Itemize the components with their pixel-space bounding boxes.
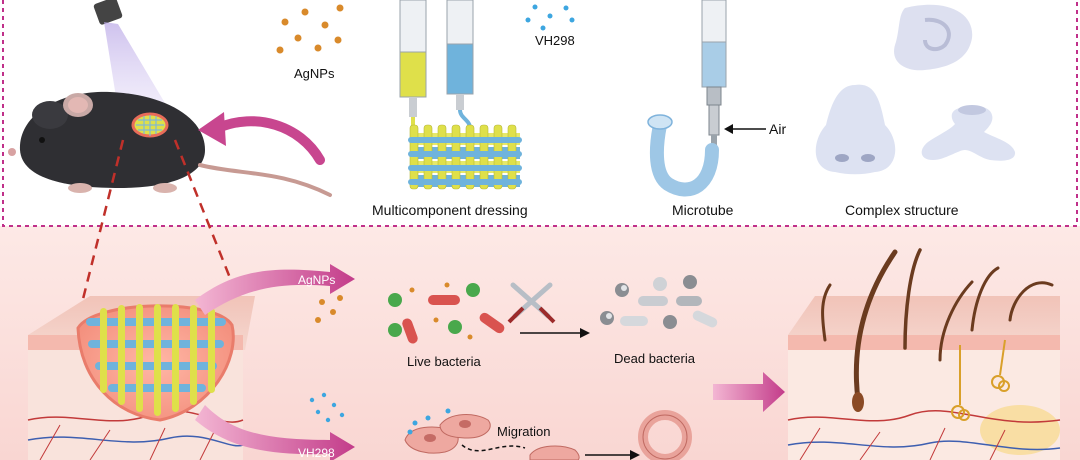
dead-bacteria-label: Dead bacteria xyxy=(614,351,696,366)
agnps-particles xyxy=(276,4,344,54)
migration-dashed-arrow xyxy=(461,444,526,452)
dead-bacteria-icon xyxy=(600,275,718,329)
live-bacteria-icon xyxy=(388,282,505,344)
kill-arrow xyxy=(520,328,590,338)
vh298-arrow-label: VH298 xyxy=(298,446,335,460)
microtube-tube xyxy=(649,118,719,197)
released-agnps xyxy=(315,295,343,323)
wound-scaffold-grid xyxy=(86,304,226,416)
agnps-release-arrow xyxy=(195,264,355,315)
mouse-icon xyxy=(8,91,332,197)
hair-follicles xyxy=(821,248,1054,403)
y-branch-model-icon xyxy=(921,105,1016,161)
agnps-label: AgNPs xyxy=(294,66,335,81)
live-bacteria-label: Live bacteria xyxy=(407,354,481,369)
migration-label: Migration xyxy=(497,424,550,439)
swords-icon xyxy=(507,282,556,324)
migrating-cells-icon xyxy=(404,408,580,460)
hair-bulb xyxy=(852,392,864,412)
apply-to-mouse-arrow xyxy=(213,116,325,165)
released-vh298 xyxy=(309,392,345,423)
microtube-syringe-icon xyxy=(701,0,727,149)
healing-arrow xyxy=(713,372,785,412)
vh298-particles xyxy=(525,4,575,31)
printed-scaffold-icon xyxy=(408,124,522,190)
patch-grid-lines xyxy=(136,115,164,136)
syringe-blue-icon xyxy=(446,0,474,129)
sweat-glands xyxy=(951,339,1010,421)
tube-formation-arrow xyxy=(585,450,640,460)
multicomponent-dressing-label: Multicomponent dressing xyxy=(372,202,528,218)
syringe-yellow-icon xyxy=(399,0,427,130)
vessel-ring-outline xyxy=(642,414,688,460)
ear-model-icon xyxy=(894,4,973,71)
vh298-release-arrow xyxy=(195,405,355,460)
agnps-arrow-label: AgNPs xyxy=(298,273,335,287)
air-label: Air xyxy=(769,121,786,137)
healed-skin-block xyxy=(787,296,1061,460)
complex-structure-label: Complex structure xyxy=(845,202,959,218)
zoom-lines xyxy=(80,139,242,304)
microtube-opening xyxy=(647,114,673,130)
apply-to-mouse-arrowhead xyxy=(198,112,226,146)
microtube-label: Microtube xyxy=(672,202,734,218)
vh298-label: VH298 xyxy=(535,33,575,48)
air-inlet-arrow xyxy=(724,124,766,134)
nose-model-icon xyxy=(815,84,896,175)
top-panel-dashed-border xyxy=(2,0,1078,227)
